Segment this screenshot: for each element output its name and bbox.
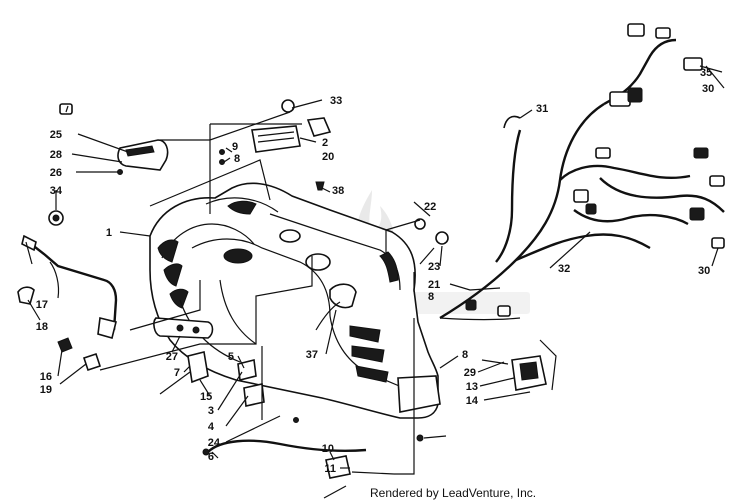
callout-20: 21 bbox=[428, 279, 440, 291]
callout-36: 37 bbox=[306, 349, 318, 361]
callout-1: 1 bbox=[106, 227, 112, 239]
callout-30-top: 30 bbox=[702, 83, 714, 95]
part-grommet-35 bbox=[48, 210, 64, 226]
callout-13: 13 bbox=[466, 381, 478, 393]
callout-10: 10 bbox=[322, 443, 334, 455]
callout-9: 9 bbox=[232, 141, 238, 153]
callout-labels: 25 28 26 34 1 17 18 16 19 27 7 15 3 4 24… bbox=[36, 67, 715, 475]
callout-19: 19 bbox=[40, 384, 52, 396]
part-cable-17 bbox=[17, 234, 118, 339]
part-switch-21 bbox=[281, 99, 332, 137]
callout-27: 27 bbox=[166, 351, 178, 363]
part-wire-6 bbox=[202, 439, 367, 456]
callout-7: 7 bbox=[174, 367, 180, 379]
wiring-harness bbox=[439, 23, 725, 321]
callout-25: 22 bbox=[424, 201, 436, 213]
callout-33: 35 bbox=[700, 67, 712, 79]
callout-28: 28 bbox=[50, 149, 62, 161]
callout-15: 15 bbox=[200, 391, 212, 403]
callout-32: 32 bbox=[558, 263, 570, 275]
leader-lines bbox=[25, 65, 725, 475]
part-bracket-27 bbox=[153, 317, 214, 339]
callout-18: 18 bbox=[36, 321, 48, 333]
part-rectifier-13 bbox=[481, 339, 557, 391]
callout-8-right: 8 bbox=[462, 349, 468, 361]
part-grommets-25-26 bbox=[414, 218, 449, 245]
callout-8-top: 8 bbox=[234, 153, 240, 165]
callout-5: 5 bbox=[228, 351, 234, 363]
callout-37: 38 bbox=[332, 185, 344, 197]
callout-6: 6 bbox=[208, 451, 214, 463]
callout-21: 20 bbox=[322, 151, 334, 163]
part-gauge-2 bbox=[219, 125, 301, 165]
callout-23: 26 bbox=[50, 167, 62, 179]
part-connector-10-11 bbox=[323, 455, 351, 499]
callout-29: 29 bbox=[464, 367, 476, 379]
callout-24: 24 bbox=[208, 437, 221, 449]
credit-text: Rendered by LeadVenture, Inc. bbox=[370, 486, 536, 500]
part-bulbs-16-19 bbox=[57, 337, 102, 372]
callout-8-mid: 8 bbox=[428, 291, 434, 303]
callout-3: 3 bbox=[208, 405, 214, 417]
callout-14: 14 bbox=[466, 395, 479, 407]
callout-35: 34 bbox=[50, 185, 63, 197]
callout-4: 4 bbox=[208, 421, 215, 433]
callout-30-bottom: 30 bbox=[698, 265, 710, 277]
part-nut-22 bbox=[59, 103, 73, 115]
hood-console bbox=[149, 182, 441, 419]
part-connector-36 bbox=[315, 283, 357, 331]
callout-34: 33 bbox=[330, 95, 342, 107]
callout-31: 31 bbox=[536, 103, 548, 115]
callout-2: 2 bbox=[322, 137, 328, 149]
part-headlight-bracket bbox=[117, 139, 169, 175]
callout-26: 23 bbox=[428, 261, 440, 273]
credit-background bbox=[358, 484, 528, 502]
callout-11: 11 bbox=[324, 463, 336, 475]
callout-22: 25 bbox=[50, 129, 62, 141]
callout-17: 17 bbox=[36, 299, 48, 311]
part-fastener-38 bbox=[416, 434, 424, 442]
callout-16: 16 bbox=[40, 371, 52, 383]
part-plate-15 bbox=[159, 351, 209, 395]
